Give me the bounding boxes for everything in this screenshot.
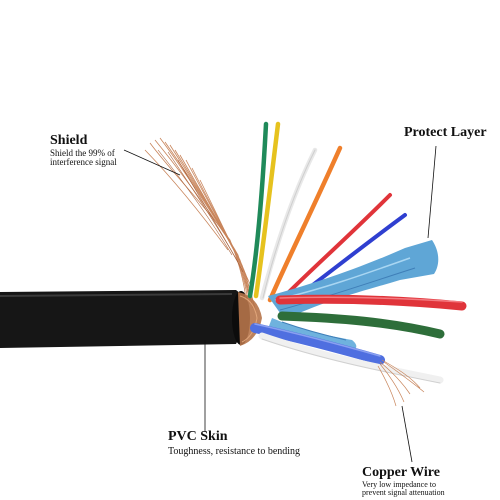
copper-wire-strands [377,359,425,407]
shield-desc-line2: interference signal [50,157,117,168]
braid-wrap [238,292,262,346]
shield-annotation: Shield Shield the 99% of interference si… [50,133,117,168]
shield-desc-line1: Shield the 99% of [50,147,115,158]
copper-shield-braid-shadow [157,149,244,273]
leader-lines [123,145,437,463]
copper-wire-title: Copper Wire [362,465,440,480]
pvc-skin-title: PVC Skin [168,429,228,444]
protect-layer-annotation: Protect Layer [404,125,487,141]
shield-title: Shield [50,133,88,148]
copper-wire-annotation: Copper Wire Very low impedance to preven… [362,465,445,498]
pvc-jacket [0,290,250,348]
pvc-skin-desc: Toughness, resistance to bending [168,445,301,457]
horizontal-wires [250,294,467,384]
copper-wire-desc-line2: prevent signal attenuation [362,488,445,498]
copper-wire-desc-line1: Very low impedance to [362,479,436,489]
copper-shield-braid [144,137,257,313]
protect-layer-title: Protect Layer [404,125,487,140]
pvc-skin-annotation: PVC Skin Toughness, resistance to bendin… [168,429,301,457]
